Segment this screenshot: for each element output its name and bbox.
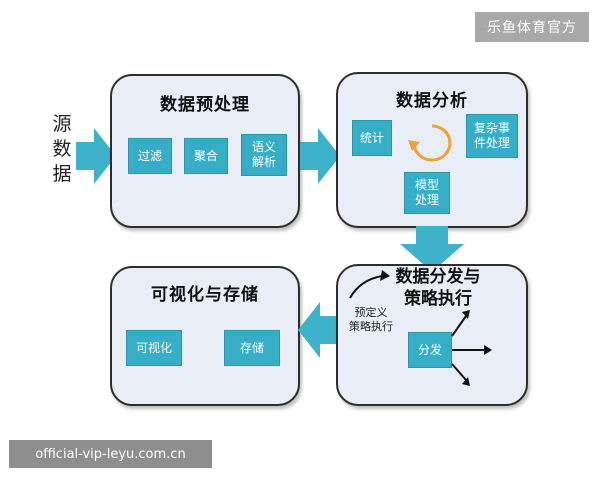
semantic-parse-box: 语义 解析 — [241, 134, 287, 176]
dispatch-box: 分发 — [408, 332, 452, 368]
arrow-analysis-to-distribution-icon — [400, 226, 464, 272]
storage-box: 存储 — [224, 330, 280, 366]
cycle-arrow-icon — [408, 124, 452, 162]
vis-storage-title: 可视化与存储 — [151, 285, 259, 305]
watermark-top: 乐鱼体育官方 — [475, 12, 589, 42]
source-data-label: 源 数 据 — [50, 112, 74, 187]
source-char-3: 据 — [52, 163, 72, 185]
analysis-panel: 数据分析 统计 复杂事 件处理 模型 处理 — [336, 72, 528, 228]
statistics-box: 统计 — [352, 120, 392, 156]
model-process-box: 模型 处理 — [404, 172, 450, 214]
distribution-title: 数据分发与 策略执行 — [395, 267, 481, 309]
preprocess-title: 数据预处理 — [160, 95, 250, 115]
source-char-1: 源 — [52, 113, 72, 135]
arrow-source-to-preprocess-icon — [76, 128, 116, 184]
arrow-preprocess-to-analysis-icon — [300, 128, 340, 184]
filter-box: 过滤 — [128, 138, 172, 174]
arrow-distribution-to-storage-icon — [298, 302, 340, 358]
visualization-box: 可视化 — [126, 330, 182, 366]
distribution-panel: 数据分发与 策略执行 预定义 策略执行 分发 — [336, 264, 528, 406]
watermark-bottom: official-vip-leyu.com.cn — [9, 440, 212, 468]
preprocess-panel: 数据预处理 过滤 聚合 语义 解析 — [110, 74, 300, 228]
complex-event-box: 复杂事 件处理 — [466, 114, 518, 158]
predefined-policy-label: 预定义 策略执行 — [349, 306, 393, 333]
aggregate-box: 聚合 — [184, 138, 228, 174]
analysis-title: 数据分析 — [396, 91, 468, 111]
vis-storage-panel: 可视化与存储 可视化 存储 — [110, 266, 300, 406]
source-char-2: 数 — [52, 138, 72, 160]
dispatch-arrows-icon — [349, 270, 492, 386]
